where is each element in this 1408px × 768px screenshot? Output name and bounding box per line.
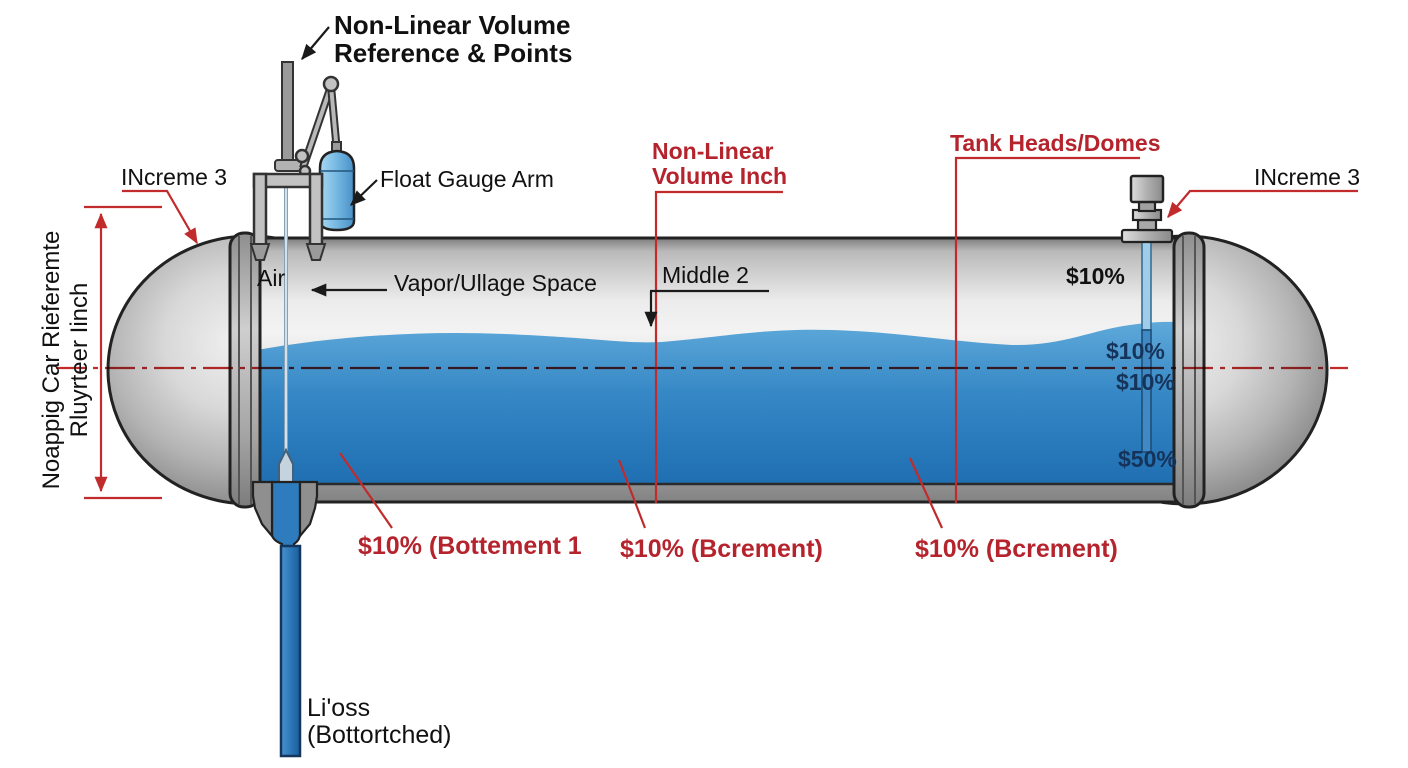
arrow-top-note	[301, 26, 330, 60]
leader-tank-heads	[954, 156, 1140, 503]
top-note-label: Non-Linear Volume Reference & Points	[334, 10, 573, 69]
weld-ring-right	[1172, 231, 1206, 509]
pct-top-label: $10%	[1066, 263, 1125, 289]
side-axis-label: Noappig Car Rieferemte Rluyrteer Iinch	[38, 230, 93, 490]
leader-increment-left	[122, 189, 198, 245]
annotation-lines-red	[56, 156, 1358, 529]
increment-right-label: INcreme 3	[1254, 164, 1361, 190]
pct-half-label: $50%	[1118, 446, 1177, 472]
arrow-float-arm	[350, 179, 378, 206]
top-valve-fitting	[1120, 174, 1174, 453]
loss-label: Li'oss (Bottortched)	[307, 694, 452, 749]
leader-increment-right	[1167, 189, 1358, 218]
leader-bottom-mid	[617, 459, 647, 529]
increment-left-label: INcreme 3	[121, 164, 228, 190]
leader-bottom-right	[908, 457, 944, 529]
pct-lower-label: $10%	[1116, 369, 1175, 395]
vapor-space-label: Vapor/Ullage Space	[394, 270, 597, 296]
leader-bottom-left	[339, 452, 393, 529]
bottom-mid-label: $10% (Bcrement)	[620, 535, 823, 563]
air-label: Air	[257, 265, 286, 291]
bottom-right-label: $10% (Bcrement)	[915, 535, 1118, 563]
float	[318, 149, 356, 232]
annotation-lines-black	[301, 26, 769, 328]
gauge-mast	[281, 61, 294, 165]
drain-pipe	[279, 544, 302, 758]
dimension-line	[84, 205, 162, 500]
tank-heads-label: Tank Heads/Domes	[950, 130, 1161, 156]
leader-nonlinear-inch	[654, 190, 783, 503]
liquid	[246, 321, 1189, 484]
middle-label: Middle 2	[662, 262, 749, 288]
drain-assembly	[251, 480, 319, 758]
pct-upper-label: $10%	[1106, 338, 1165, 364]
bottom-left-label: $10% (Bottement 1	[358, 532, 582, 560]
float-gauge-assembly	[249, 61, 356, 261]
weld-ring-left	[228, 231, 262, 509]
float-gauge-arm-label: Float Gauge Arm	[380, 166, 554, 192]
dip-tube	[1141, 241, 1152, 331]
nonlinear-inch-label: Non-Linear Volume Inch	[652, 138, 788, 189]
